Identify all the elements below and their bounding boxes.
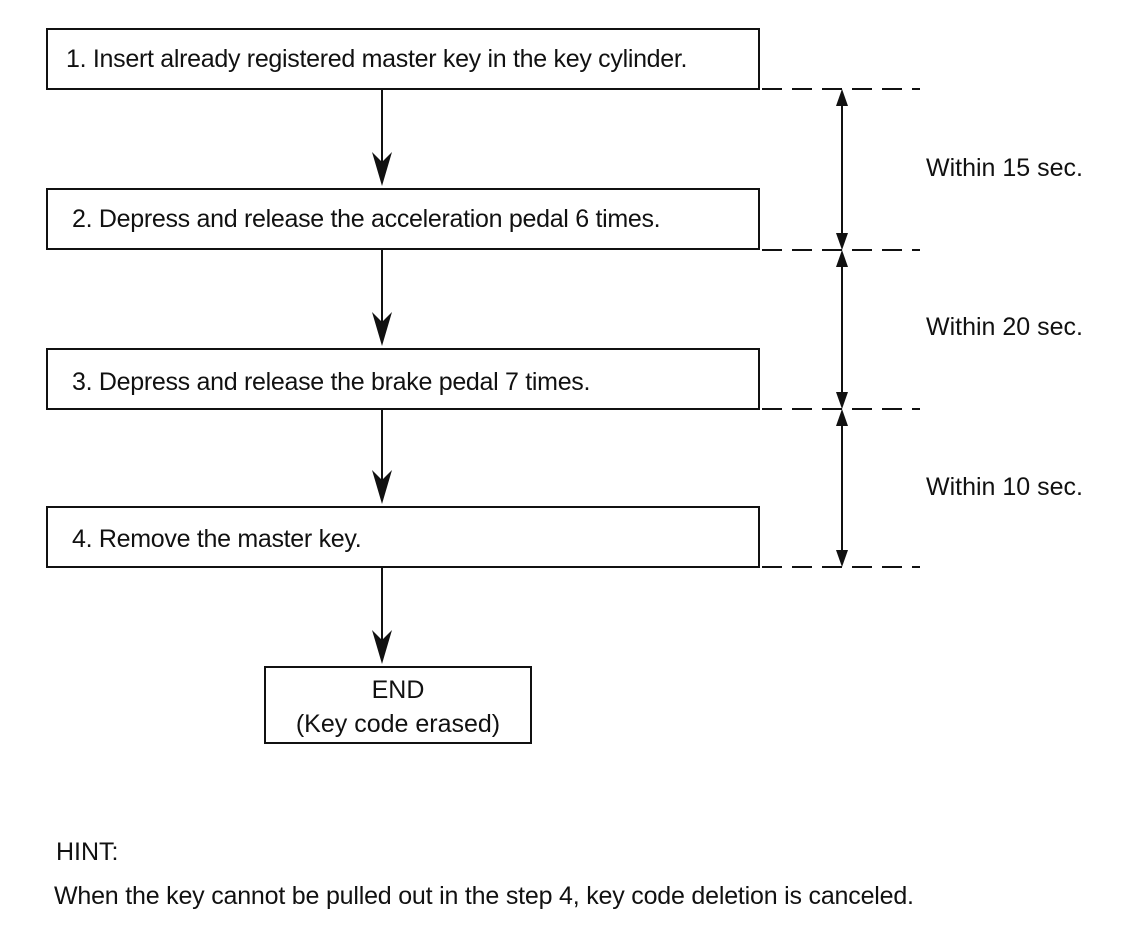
flow-arrow-4-end	[372, 568, 392, 664]
step-1-box: 1. Insert already registered master key …	[46, 28, 760, 90]
hint-text: When the key cannot be pulled out in the…	[54, 882, 914, 910]
interval-dimension-1	[836, 89, 848, 250]
step-4-label: 4. Remove the master key.	[72, 525, 362, 553]
interval-label-2: Within 20 sec.	[926, 313, 1084, 341]
step-3-label: 3. Depress and release the brake pedal 7…	[72, 368, 591, 396]
end-subtitle: (Key code erased)	[295, 710, 501, 738]
hint-title: HINT:	[56, 838, 119, 866]
flow-arrow-3-4	[372, 410, 392, 504]
step-2-box: 2. Depress and release the acceleration …	[46, 188, 760, 250]
timing-guide-lines	[762, 88, 920, 568]
interval-label-3: Within 10 sec.	[926, 473, 1084, 501]
step-4-box: 4. Remove the master key.	[46, 506, 760, 568]
end-title: END	[371, 676, 425, 704]
end-box: END (Key code erased)	[264, 666, 532, 744]
interval-dimension-3	[836, 409, 848, 567]
flow-arrow-1-2	[372, 90, 392, 186]
flow-arrow-2-3	[372, 250, 392, 346]
step-1-label: 1. Insert already registered master key …	[66, 45, 688, 73]
step-3-box: 3. Depress and release the brake pedal 7…	[46, 348, 760, 410]
interval-dimension-2	[836, 250, 848, 409]
step-2-label: 2. Depress and release the acceleration …	[72, 205, 661, 233]
interval-label-1: Within 15 sec.	[926, 154, 1084, 182]
